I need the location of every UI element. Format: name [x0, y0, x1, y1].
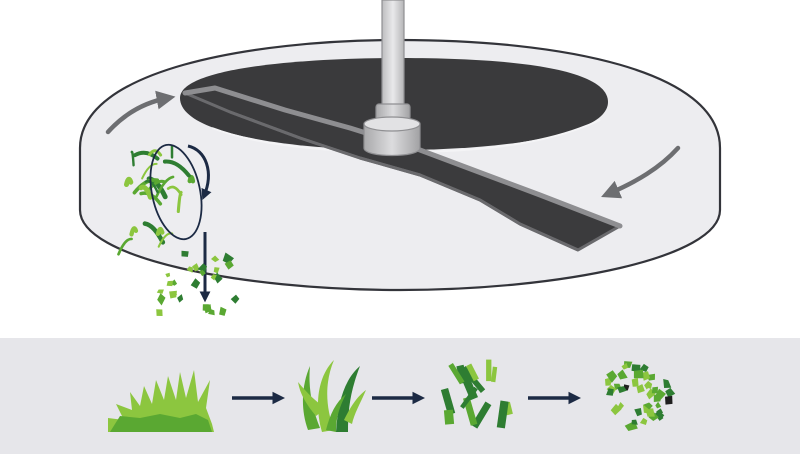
mulch-particle	[213, 267, 220, 274]
chopped-piece	[448, 363, 465, 385]
grass-strand	[138, 184, 153, 200]
chopped-piece	[466, 363, 479, 382]
mulch-particle	[156, 309, 163, 316]
mulch-particle	[165, 272, 171, 278]
mulch-particle	[665, 387, 676, 398]
mower-blade-icon	[182, 85, 623, 252]
chopped-piece	[440, 387, 456, 415]
chopped-piece	[490, 366, 498, 383]
mulched-grass-particles-icon	[605, 361, 676, 431]
mulch-particle	[210, 274, 217, 281]
mulch-particle	[643, 402, 653, 410]
cut-grass-blades-icon	[298, 360, 366, 432]
grass-swirl-icon	[117, 143, 240, 316]
chopped-piece	[460, 386, 478, 409]
mulch-particle	[631, 377, 639, 387]
mulch-particle	[663, 379, 672, 388]
mulch-particle	[219, 306, 227, 316]
mulch-particle	[202, 304, 210, 312]
mulch-particle	[631, 364, 641, 373]
swirl-loop	[149, 143, 203, 241]
mulch-particle	[633, 369, 644, 379]
mulch-particle	[617, 402, 624, 410]
grass-strand	[155, 226, 165, 236]
falling-mulch	[156, 250, 240, 316]
mulch-particle	[653, 393, 662, 402]
mulch-particle	[192, 263, 200, 272]
mulch-particle	[208, 309, 215, 316]
blade-top-edge	[182, 85, 623, 229]
process-strip	[0, 338, 800, 454]
grass-strand	[176, 190, 183, 214]
mulch-particle	[230, 294, 240, 304]
mulch-particle	[639, 417, 648, 425]
mulch-particle	[665, 395, 673, 405]
mulch-particle	[211, 255, 220, 263]
mulch-particle	[651, 386, 658, 394]
grass-strand	[130, 150, 135, 167]
mulch-particle	[157, 293, 166, 306]
grass-strand	[148, 149, 163, 157]
grass-strand	[117, 237, 133, 256]
whole-grass-icon	[108, 370, 214, 432]
mulch-particle	[156, 289, 164, 294]
mulch-particle	[646, 388, 656, 400]
mulch-particle	[166, 280, 173, 287]
mulch-particle	[636, 384, 645, 394]
chopped-piece	[443, 409, 455, 425]
mulch-particle	[606, 370, 618, 383]
drive-shaft	[363, 0, 421, 157]
mulch-particle	[197, 263, 207, 273]
mulch-particle	[655, 401, 662, 409]
mulch-particle	[617, 386, 627, 394]
mulch-particle	[222, 252, 234, 265]
mulch-particle	[631, 419, 638, 425]
mulch-particle	[646, 383, 653, 389]
grass-strand	[144, 180, 159, 194]
swirl-arrow	[187, 144, 212, 200]
mulch-particle	[642, 371, 650, 381]
mulch-particle	[177, 294, 184, 303]
mulch-particle	[606, 388, 614, 396]
mulch-particle	[645, 408, 655, 417]
mulch-particle	[617, 369, 628, 380]
grass-strand	[123, 176, 134, 188]
airflow-arrow-icon	[601, 145, 681, 199]
mulch-particle	[169, 290, 177, 299]
mulch-particle	[634, 408, 642, 417]
grass-strand	[129, 226, 139, 237]
chopped-piece	[486, 359, 492, 382]
shaft	[381, 0, 405, 113]
mulch-particle	[199, 269, 206, 277]
mulch-particle	[181, 250, 189, 257]
mulch-particle	[224, 260, 234, 270]
mulch-particle	[186, 266, 193, 273]
grass-strand	[142, 221, 166, 245]
mulch-particle	[621, 362, 629, 370]
hub-top	[363, 116, 421, 132]
airflow-arrow-icon	[105, 90, 176, 135]
grass-strand	[132, 150, 160, 161]
blade-cutting-edge	[229, 110, 579, 252]
grass-strand	[162, 159, 191, 178]
grass-strand	[187, 174, 196, 184]
grass-strand	[141, 162, 158, 180]
chopped-grass-pieces-icon	[440, 359, 513, 429]
chopped-piece	[496, 400, 509, 429]
mulch-particle	[190, 278, 201, 289]
mulch-particle	[652, 410, 665, 420]
